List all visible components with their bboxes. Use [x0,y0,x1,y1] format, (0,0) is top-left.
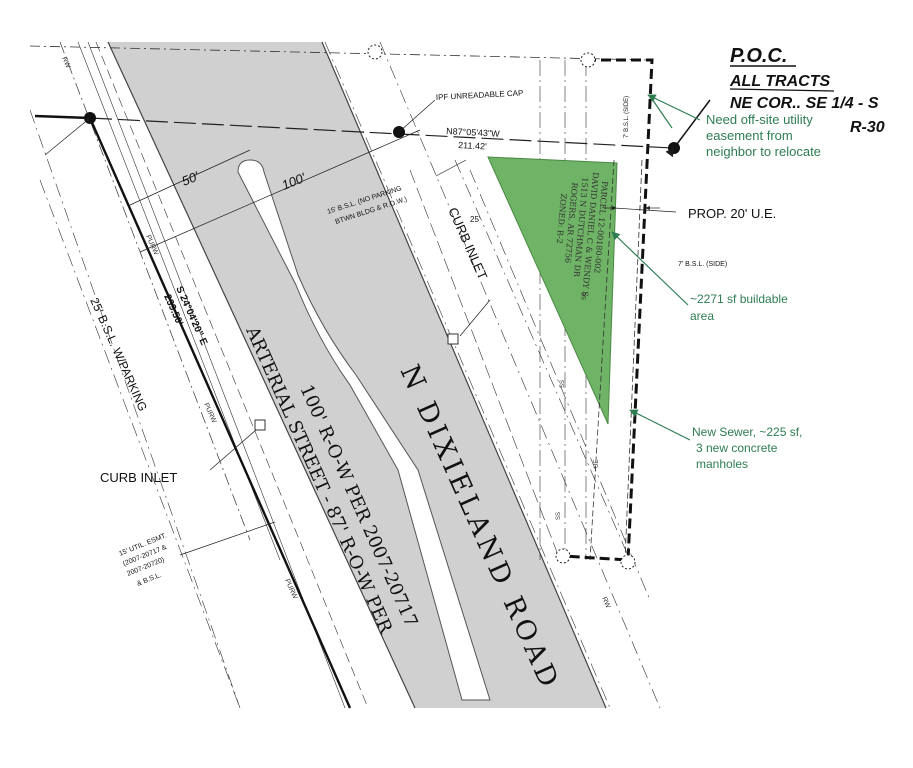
curb-inlet-label-1: CURB INLET [445,205,490,282]
new-sewer-line [562,58,654,562]
curb-inlet-symbol-1 [447,333,459,345]
bsl-25-parking: 25' B.S.L. W/PARKING [87,296,150,414]
buildable-area [487,156,618,425]
poc-line3: R-30 [850,119,885,136]
top-sewer-line [29,45,651,61]
poc-line1: ALL TRACTS [729,73,830,90]
road-median [237,159,491,701]
manhole-2 [555,548,571,564]
bsl-7-top: 7' B.S.L. (SIDE) [624,96,630,138]
road-pavement [108,42,606,708]
label-ss-2: SS [582,292,588,300]
poc-line2: NE COR.. SE 1/4 - S [730,95,879,112]
poc-title: P.O.C. [730,45,787,67]
north-property-line [89,117,673,149]
dist-top: 211.42' [458,140,487,151]
note-offsite-2: easement from [706,128,793,143]
label-ss-1: SS [560,380,566,388]
label-ss-3: SS [556,512,562,520]
curb-inlet-symbol-2 [254,419,266,431]
dim-25: 25' [470,215,481,224]
label-rw-left: RW [60,56,71,70]
west-boundary-line [88,117,352,709]
label-rw-right: RW [600,596,611,610]
manhole-1 [580,52,596,68]
bearing-top: N87°05'43"W [446,126,500,139]
note-buildable-2: area [690,309,714,323]
label-ue: UE [594,460,600,468]
note-offsite-1: Need off-site utility [706,112,813,127]
dim-50: 50' [180,168,202,188]
ipf-label: IPF UNREADABLE CAP [436,88,524,102]
prop-ue-label: PROP. 20' U.E. [688,206,776,221]
note-sewer-1: New Sewer, ~225 sf, [692,425,802,439]
note-sewer-2: 3 new concrete [696,441,778,455]
util-esmt-4: & B.S.L. [136,572,162,588]
manhole-3 [620,554,636,570]
parcel-line5: ZONED: R-2 [555,193,568,244]
bsl-7-mid: 7' B.S.L. (SIDE) [678,261,727,268]
manhole-4 [367,44,383,60]
note-sewer-3: manholes [696,457,748,471]
note-buildable-1: ~2271 sf buildable [690,292,788,306]
curb-inlet-label-2: CURB INLET [100,470,177,485]
note-offsite-3: neighbor to relocate [706,144,821,159]
